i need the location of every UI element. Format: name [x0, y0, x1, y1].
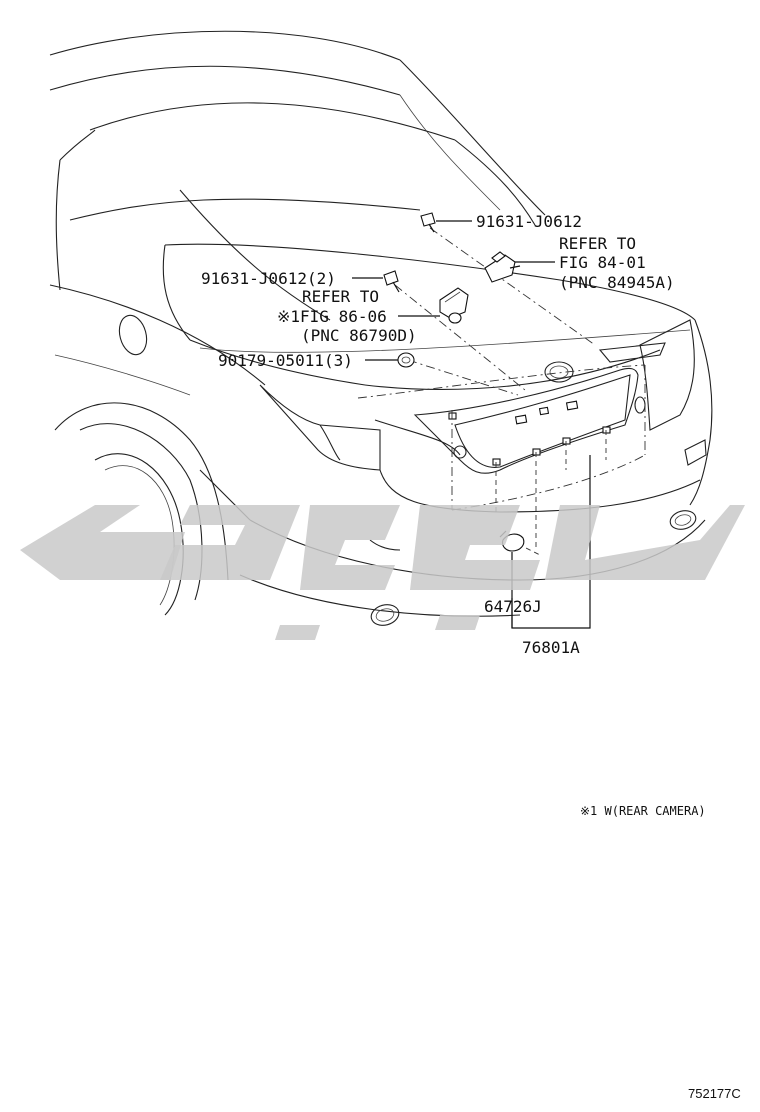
refer-86790D-line2: ※1FIG 86-06 [277, 307, 387, 326]
callout-91631-J0612-2: 91631-J0612(2) [201, 269, 336, 288]
callout-76801A: 76801A [522, 638, 580, 657]
callout-91631-J0612: 91631-J0612 [476, 212, 582, 231]
callout-64726J: 64726J [484, 597, 542, 616]
nut-icon-90179-05011 [397, 352, 415, 368]
lock-switch-icon-84945A [484, 251, 521, 283]
license-garnish-76801A [413, 342, 666, 474]
watermark-logo [20, 505, 745, 640]
rear-camera-icon-86790D [439, 287, 469, 324]
screw-icon-91631-J0612-2 [383, 270, 400, 293]
refer-86790D-line3: (PNC 86790D) [301, 326, 417, 345]
refer-86790D-line1: REFER TO [302, 287, 379, 306]
refer-84945A-line3: (PNC 84945A) [559, 273, 675, 292]
figure-id: 752177C [688, 1086, 741, 1101]
emblem [544, 361, 574, 383]
screw-icon-91631-J0612 [420, 212, 436, 233]
refer-84945A-line1: REFER TO [559, 234, 636, 253]
callout-90179-05011-3: 90179-05011(3) [218, 351, 353, 370]
refer-84945A-line2: FIG 84-01 [559, 253, 646, 272]
footnote-rear-camera: ※1 W(REAR CAMERA) [580, 804, 706, 818]
